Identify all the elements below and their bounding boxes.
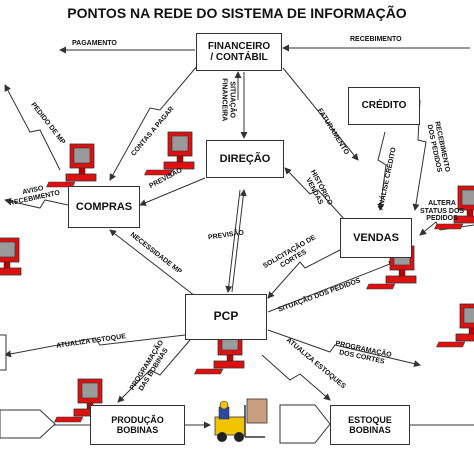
arrow-pedido-mp <box>4 84 61 171</box>
computer-icon <box>46 143 97 188</box>
arrow-necessidade-mp <box>109 229 196 297</box>
arrow-situacao-pedidos <box>267 260 396 313</box>
computer-icon <box>436 303 474 348</box>
arrow-solicitacao-cortes <box>267 249 341 299</box>
arrow-aviso-recebimento <box>4 197 69 209</box>
arrow-pcp-direcao <box>231 189 247 293</box>
label-recebimento: RECEBIMENTO <box>350 36 402 43</box>
arrow-to-estoque <box>279 404 331 444</box>
arrow-previsao-pcp <box>225 189 241 293</box>
node-producao: PRODUÇÃO BOBINAS <box>90 405 185 445</box>
node-credito: CRÉDITO <box>348 87 420 125</box>
forklift-icon <box>214 398 268 442</box>
page-title: PONTOS NA REDE DO SISTEMA DE INFORMAÇÃO <box>67 5 407 21</box>
edge-box-left <box>0 334 7 371</box>
arrow-atualiza-estoques <box>261 354 331 401</box>
arrow-contas-pagar <box>109 64 199 181</box>
label-situacao-financeira: SITUAÇÃO FINANCEIRA <box>220 78 236 122</box>
arrow-left-process <box>0 409 56 439</box>
node-direcao: DIREÇÃO <box>206 140 284 178</box>
node-vendas: VENDAS <box>340 218 412 258</box>
arrow-analise-credito <box>377 131 387 211</box>
node-compras: COMPRAS <box>68 186 140 228</box>
label-pagamento: PAGAMENTO <box>72 40 117 47</box>
node-financeiro: FINANCEIRO / CONTÁBIL <box>196 33 282 71</box>
arrow-programacao-bobinas <box>117 339 191 403</box>
node-estoque: ESTOQUE BOBINAS <box>330 405 410 445</box>
arrow-historico-vendas <box>284 167 346 221</box>
label-altera-status: ALTERA STATUS DOS PEDIDOS <box>420 200 465 223</box>
arrow-previsao-compras <box>139 177 206 206</box>
arrow-programacao-cortes <box>267 329 421 368</box>
arrow-atualiza-estoque <box>4 334 186 358</box>
computer-icon <box>0 237 22 282</box>
node-pcp: PCP <box>185 294 267 340</box>
arrow-faturamento <box>282 67 359 161</box>
